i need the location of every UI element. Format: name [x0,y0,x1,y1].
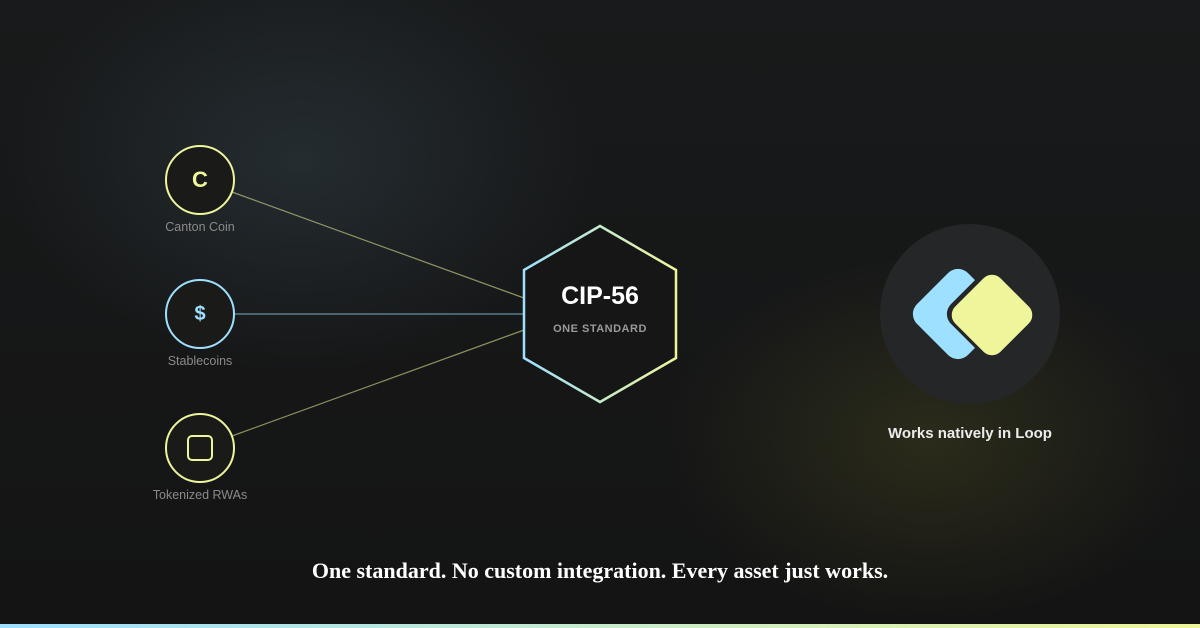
asset-label-stablecoins: Stablecoins [167,354,233,368]
node-stablecoins [165,279,235,349]
connector-canton-coin [231,191,525,299]
asset-label-tokenized-rwas: Tokenized RWAs [152,488,248,502]
c-letter-icon: C [192,167,208,192]
connector-tokenized-rwas [231,329,525,437]
dollar-icon: $ [194,302,206,325]
square-icon [187,435,213,461]
hub-hexagon [522,224,678,404]
hub-title: CIP-56 [561,282,639,310]
loop-caption: Works natively in Loop [888,425,1052,442]
tagline: One standard. No custom integration. Eve… [311,558,889,583]
hub-subtitle: ONE STANDARD [553,323,647,335]
bottom-accent-bar [0,624,1200,628]
node-tokenized-rwas [165,413,235,483]
asset-label-canton-coin: Canton Coin [165,220,235,234]
loop-logo-icon [912,268,1038,360]
node-canton-coin [165,145,235,215]
